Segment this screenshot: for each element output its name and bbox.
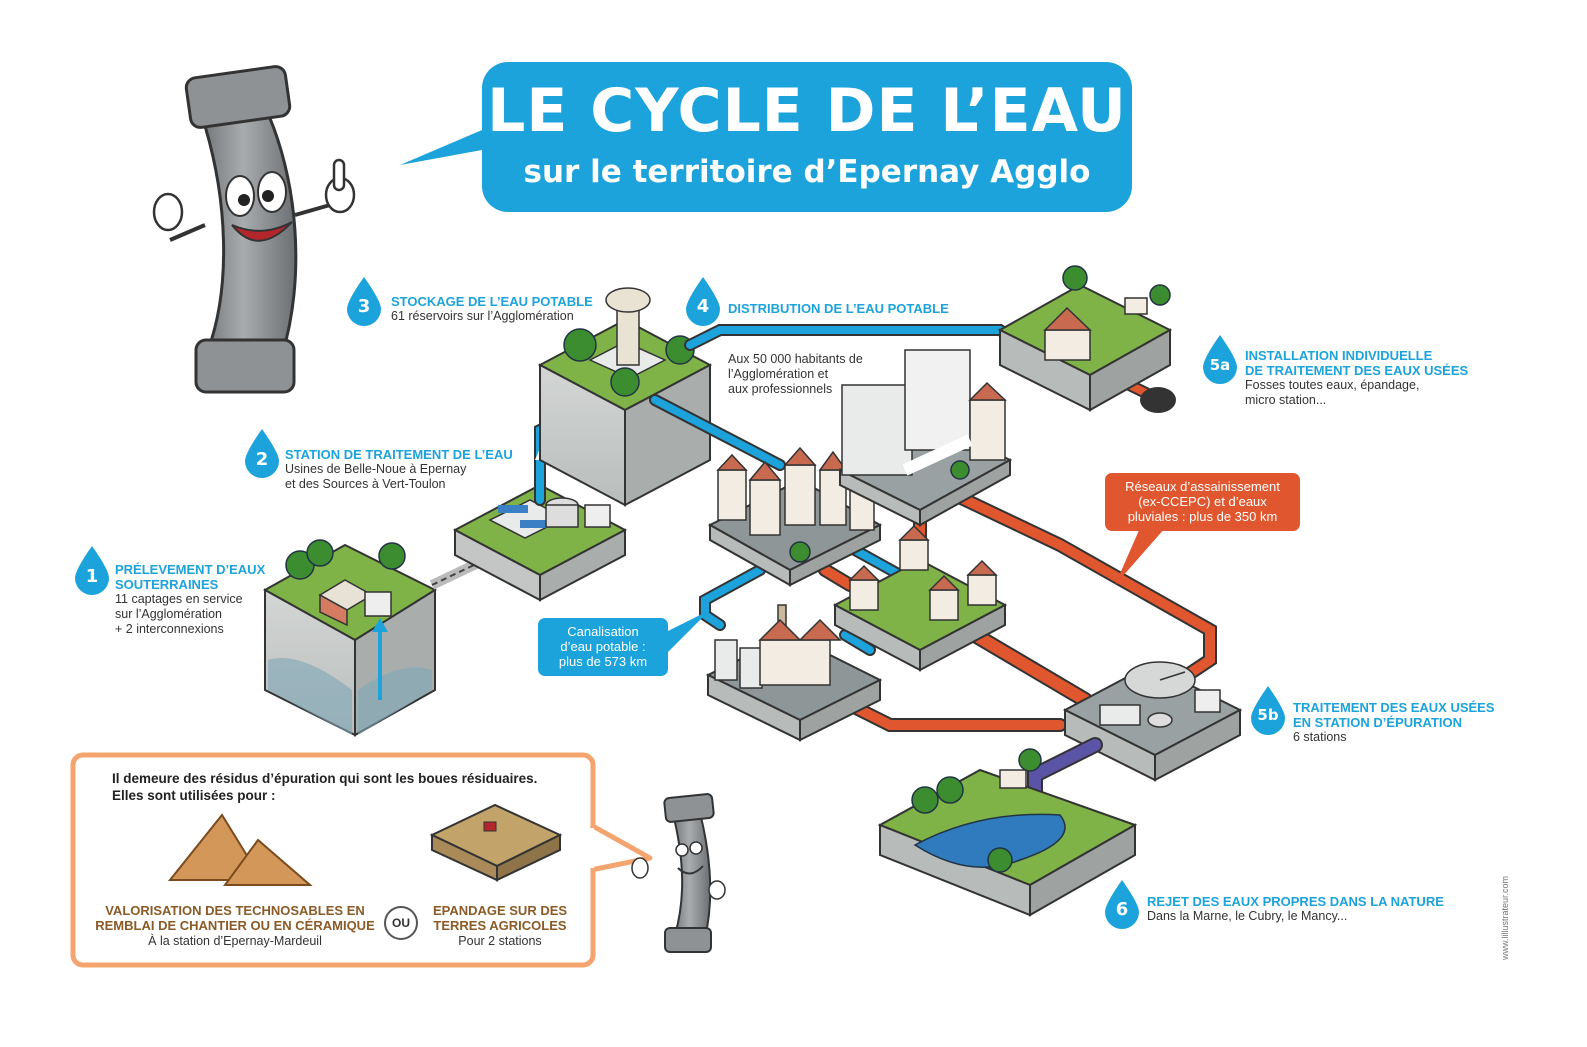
step-number: 5a — [1209, 356, 1231, 374]
callout-reseaux-shape — [1105, 473, 1300, 585]
step-desc-line: micro station... — [1245, 393, 1327, 407]
pipe-mascot-large — [152, 65, 356, 394]
step-title-line: DE TRAITEMENT DES EAUX USÉES — [1245, 363, 1469, 378]
block-station-epuration — [1062, 661, 1243, 782]
step-desc-line: sur l’Agglomération — [115, 607, 222, 621]
distribution-note: Aux 50 000 habitants de l’Agglomération … — [728, 352, 863, 397]
title-bubble: LE CYCLE DE L’EAU sur le territoire d’Ep… — [482, 62, 1132, 212]
boues-box-shape — [70, 752, 653, 968]
pipe-mascot-small — [631, 793, 726, 953]
page-subtitle: sur le territoire d’Epernay Agglo — [523, 154, 1091, 190]
option-title-line: TERRES AGRICOLES — [433, 918, 567, 933]
step-title-line: EN STATION D’ÉPURATION — [1293, 715, 1462, 730]
step-desc-line: Dans la Marne, le Cubry, le Mancy... — [1147, 909, 1348, 923]
block-treatment — [452, 483, 628, 602]
step-title-line: STOCKAGE DE L’EAU POTABLE — [391, 294, 593, 309]
callout-line: (ex-CCEPC) et d’eaux — [1138, 494, 1267, 509]
block-individual — [997, 265, 1173, 412]
step-number: 2 — [255, 449, 269, 470]
callout-canalisation-shape — [538, 610, 710, 676]
step-desc-line: Fosses toutes eaux, épandage, — [1245, 378, 1420, 392]
block-captage — [262, 539, 438, 737]
step-title-line: DISTRIBUTION DE L’EAU POTABLE — [728, 301, 949, 316]
step-number: 1 — [85, 566, 99, 587]
callout-line: d’eau potable : — [560, 639, 646, 654]
step-desc-line: 6 stations — [1293, 730, 1347, 744]
or-separator: OU — [384, 906, 418, 940]
block-town — [707, 446, 883, 587]
step-number: 6 — [1115, 899, 1129, 920]
step-title-line: STATION DE TRAITEMENT DE L’EAU — [285, 447, 513, 462]
step-title-line: INSTALLATION INDIVIDUELLE — [1245, 348, 1433, 363]
step-desc-line: Usines de Belle-Noue à Epernay — [285, 462, 467, 476]
block-suburb — [832, 524, 1008, 672]
block-industry — [705, 604, 883, 742]
option-title-line: EPANDAGE SUR DES — [432, 903, 568, 918]
note-line: aux professionnels — [728, 382, 833, 396]
credit-text: www.lillustrateur.com — [1500, 875, 1510, 960]
step-desc-line: 11 captages en service — [115, 592, 243, 606]
boues-option-a-title: VALORISATION DES TECHNOSABLES EN REMBLAI… — [95, 903, 375, 933]
step-number: 4 — [696, 296, 710, 317]
step-title-line: REJET DES EAUX PROPRES DANS LA NATURE — [1147, 894, 1444, 909]
step-number: 3 — [357, 296, 371, 317]
step-desc-line: et des Sources à Vert-Toulon — [285, 477, 446, 491]
boues-heading: Il demeure des résidus d’épuration qui s… — [112, 770, 537, 804]
step-title-line: PRÉLEVEMENT D’EAUX — [115, 562, 266, 577]
option-title-line: REMBLAI DE CHANTIER OU EN CÉRAMIQUE — [95, 918, 375, 933]
note-line: Aux 50 000 habitants de — [728, 352, 863, 366]
step-title-line: SOUTERRAINES — [115, 577, 219, 592]
title-bubble-shape — [400, 62, 1132, 212]
page-title: LE CYCLE DE L’EAU — [487, 76, 1127, 146]
callout-line: pluviales : plus de 350 km — [1127, 509, 1278, 524]
callout-reseaux: Réseaux d’assainissement (ex-CCEPC) et d… — [1105, 479, 1300, 524]
boues-option-b-desc: Pour 2 stations — [458, 934, 542, 948]
boues-heading-line: Elles sont utilisées pour : — [112, 788, 276, 803]
step-drops — [75, 277, 1285, 929]
boues-heading-line: Il demeure des résidus d’épuration qui s… — [112, 771, 538, 786]
callout-line: plus de 573 km — [558, 654, 648, 669]
step-title-line: TRAITEMENT DES EAUX USÉES — [1293, 700, 1495, 715]
callout-line: Canalisation — [567, 624, 639, 639]
boues-option-b-title: EPANDAGE SUR DES TERRES AGRICOLES — [420, 903, 580, 933]
block-river — [877, 748, 1138, 917]
step-desc-line: 61 réservoirs sur l’Agglomération — [391, 309, 574, 323]
option-title-line: VALORISATION DES TECHNOSABLES EN — [105, 903, 365, 918]
block-towers — [837, 349, 1013, 527]
callout-canalisation: Canalisation d’eau potable : plus de 573… — [538, 624, 668, 669]
boues-option-a-desc: À la station d’Epernay-Mardeuil — [148, 934, 322, 948]
note-line: l’Agglomération et — [728, 367, 829, 381]
block-storage — [537, 287, 713, 507]
step-number: 5b — [1257, 706, 1279, 724]
step-desc-line: + 2 interconnexions — [115, 622, 224, 636]
callout-line: Réseaux d’assainissement — [1125, 479, 1280, 494]
